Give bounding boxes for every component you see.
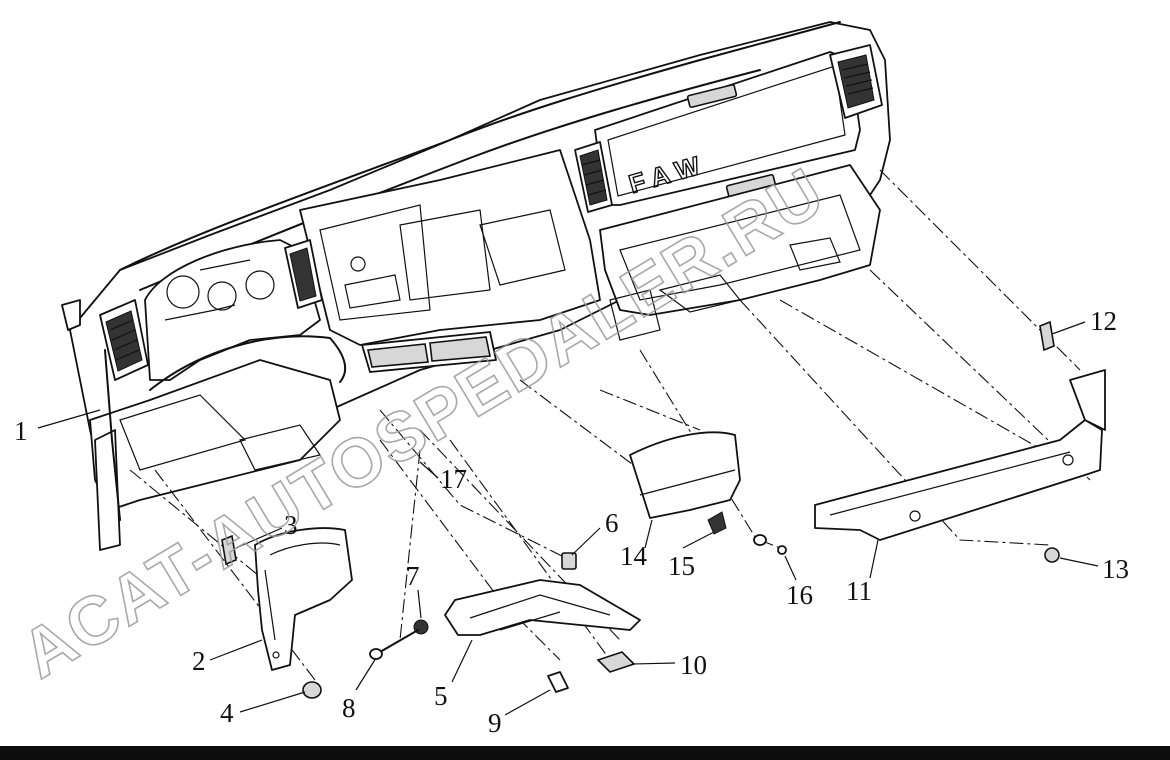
callout-12: 12 (1090, 306, 1117, 336)
dashboard-assembly: FAW (61, 21, 891, 551)
part-3-clip (221, 534, 237, 566)
callout-10: 10 (680, 650, 707, 680)
part-2-lower-left-panel (254, 527, 353, 671)
callout-1: 1 (14, 416, 28, 446)
part-11-long-trim (814, 369, 1106, 541)
callout-7: 7 (406, 561, 420, 591)
part-10-switch (596, 651, 636, 673)
part-14-cover (629, 431, 741, 519)
part-12-clip (1039, 320, 1055, 352)
part-9-plug (547, 671, 569, 693)
callout-labels: 1 2 3 4 5 6 7 8 9 10 11 12 13 14 15 16 1… (14, 306, 1129, 738)
right-outer-vent-icon (829, 44, 883, 119)
left-side-bracket (61, 299, 81, 331)
callout-5: 5 (434, 681, 448, 711)
left-outer-vent-icon (99, 299, 149, 381)
part-6-clip (561, 552, 577, 570)
cluster-side-vent-icon (284, 239, 323, 309)
callout-4: 4 (220, 698, 234, 728)
instrument-cluster-hood (144, 239, 321, 381)
callout-17: 17 (440, 464, 467, 494)
bottom-bar (0, 746, 1170, 760)
callout-16: 16 (786, 580, 813, 610)
callout-8: 8 (342, 693, 356, 723)
callout-11: 11 (846, 576, 872, 606)
part-4-plug (302, 681, 322, 699)
center-console (299, 149, 601, 346)
callout-leaders (37, 321, 1099, 716)
callout-2: 2 (192, 646, 206, 676)
callout-3: 3 (284, 510, 298, 540)
part-15-spring (707, 511, 727, 535)
callout-14: 14 (620, 541, 648, 571)
part-16-screw (753, 534, 787, 555)
callout-15: 15 (668, 551, 695, 581)
callout-9: 9 (488, 708, 502, 738)
callout-13: 13 (1102, 554, 1129, 584)
part-5-bracket-panel (444, 579, 641, 636)
part-8-bolt (369, 629, 419, 660)
part-13-plug (1044, 547, 1060, 563)
center-right-vent-icon (574, 141, 613, 213)
callout-6: 6 (605, 508, 619, 538)
